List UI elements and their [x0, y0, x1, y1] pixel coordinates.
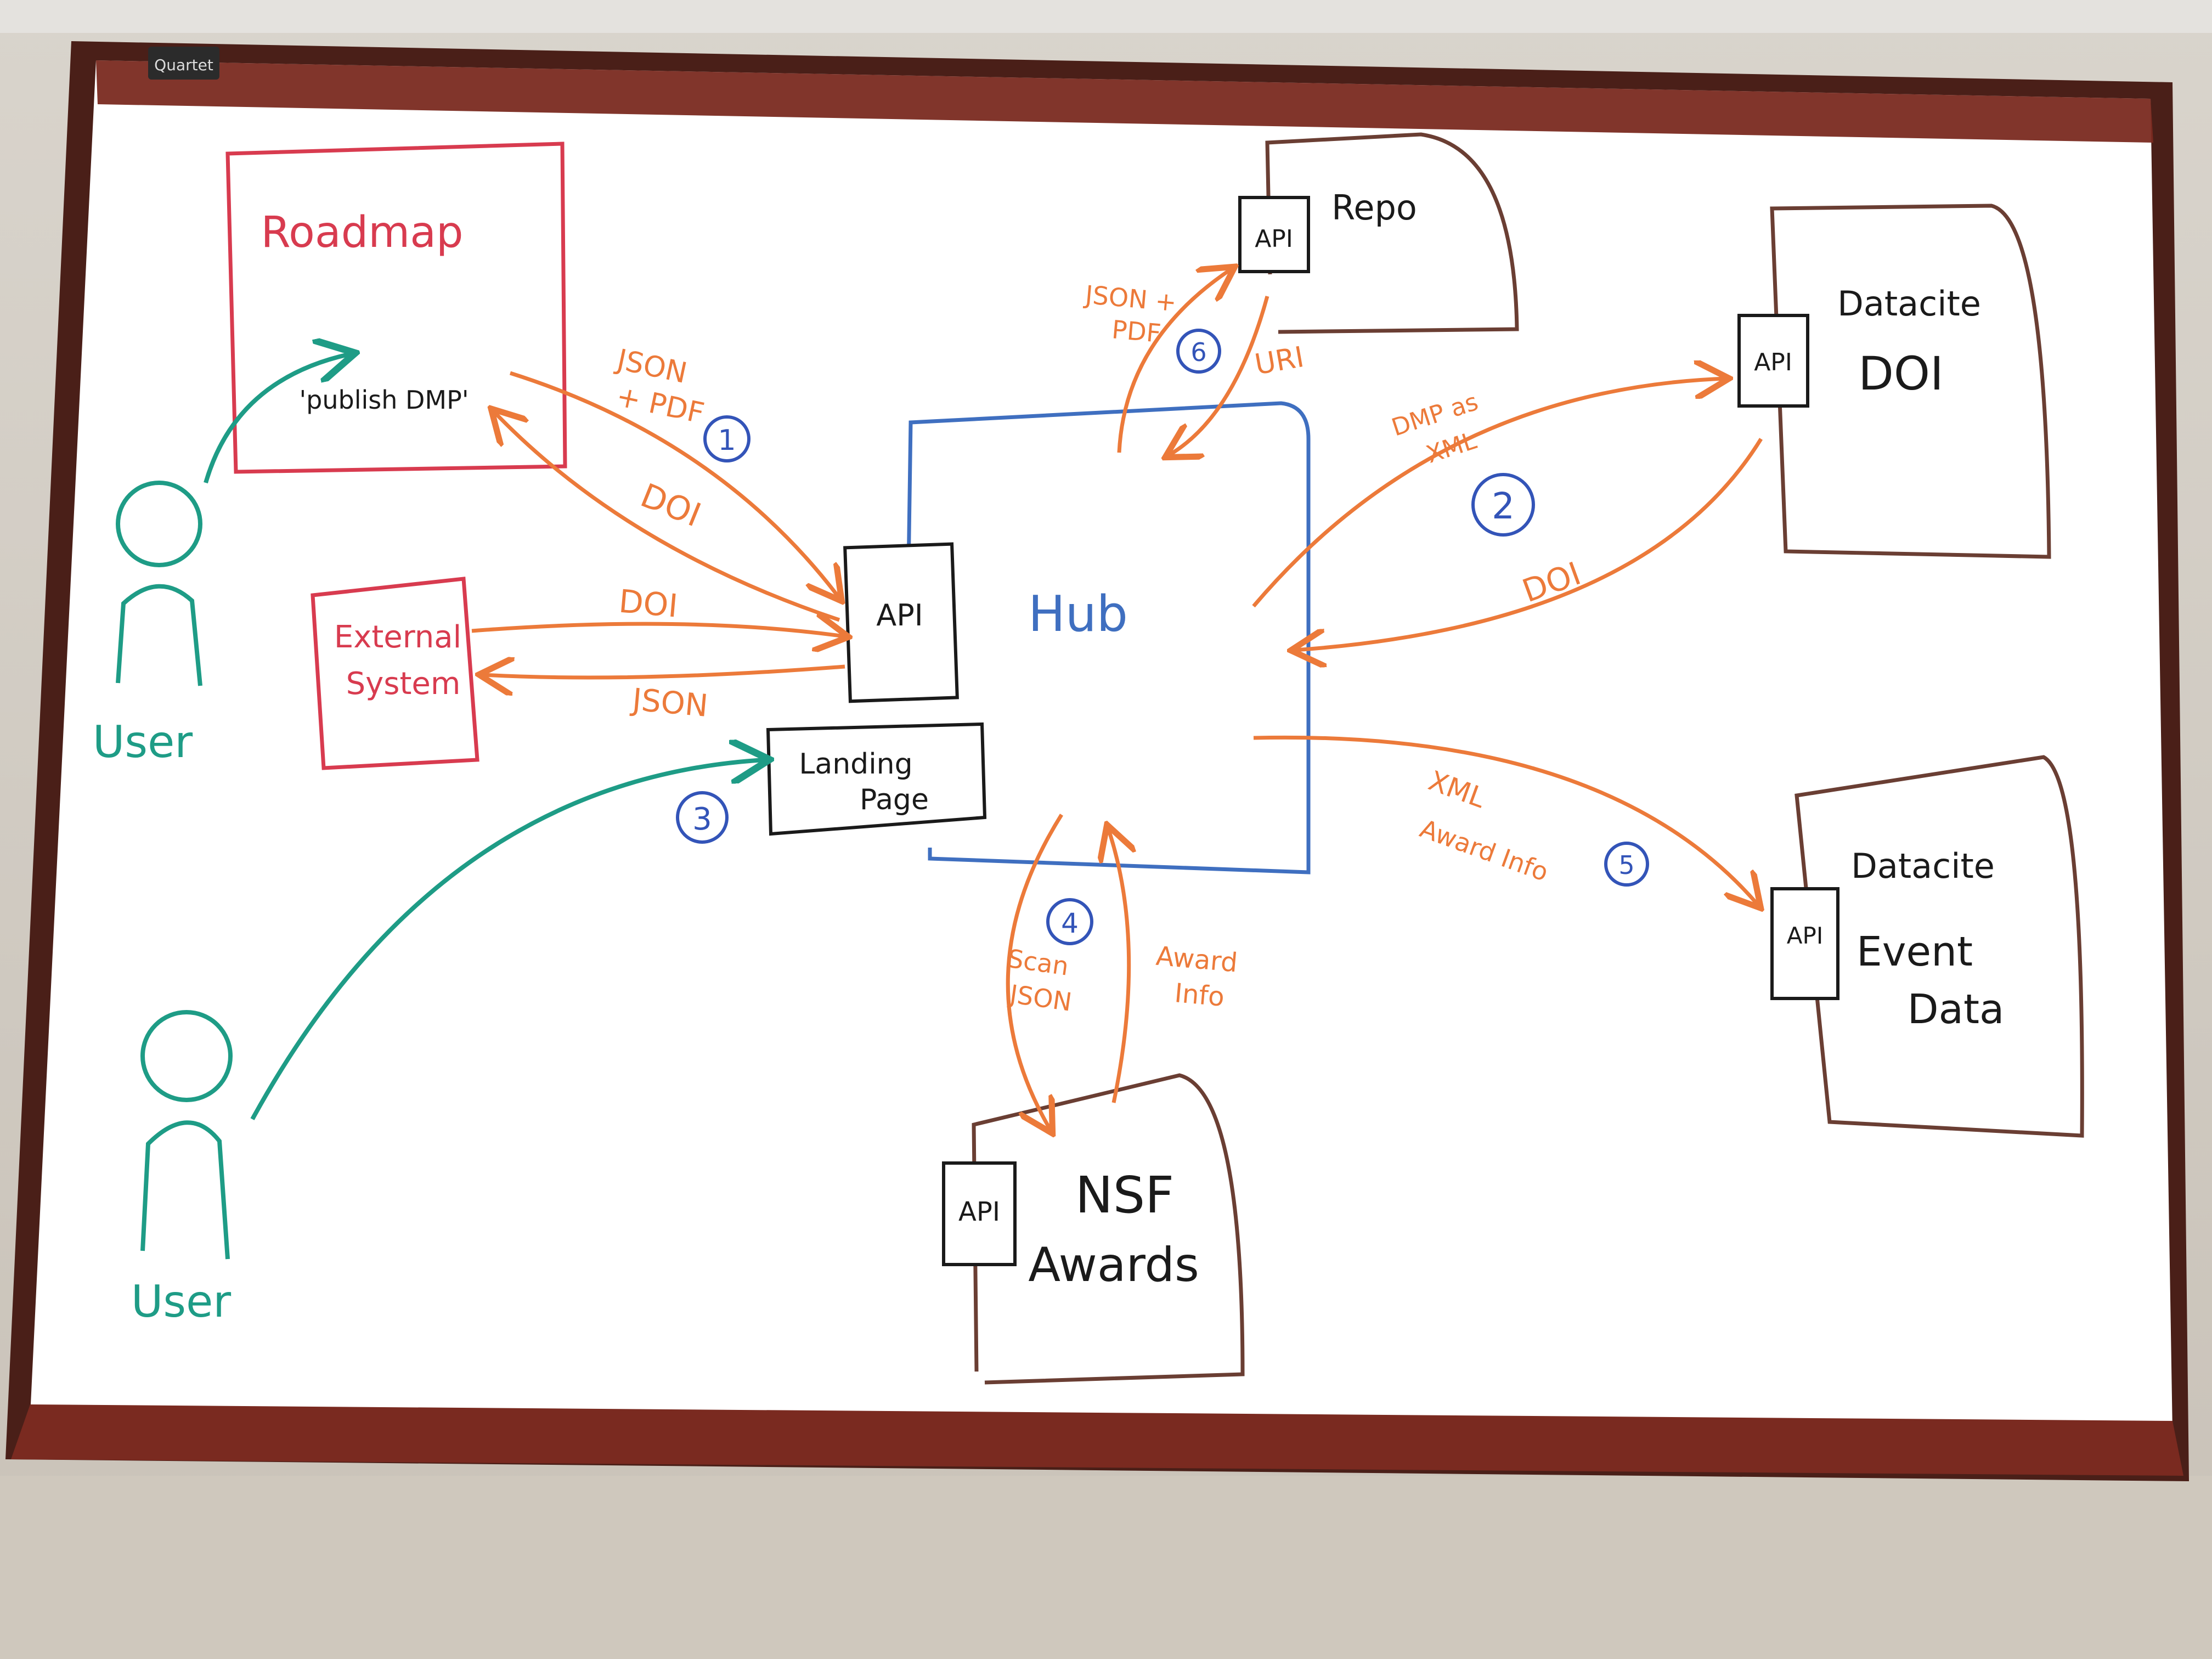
nsf-line2: Awards: [1028, 1238, 1199, 1293]
hub-title: Hub: [1028, 585, 1128, 643]
external-system-line2: System: [346, 666, 461, 702]
label-award-line2: Info: [1173, 978, 1226, 1013]
arrow-hub-to-datacite-doi: [1252, 379, 1725, 608]
wall: [0, 1476, 2212, 1659]
step-3-number: 3: [692, 802, 712, 837]
landing-page-line2: Page: [860, 783, 929, 816]
arrow-hub-to-external: [483, 667, 845, 678]
datacite-event-line2: Event: [1857, 928, 1973, 975]
arrow-user-to-publish: [204, 354, 351, 484]
step-5-number: 5: [1618, 850, 1634, 880]
nsf-line1: NSF: [1075, 1166, 1174, 1224]
label-json-external: JSON: [629, 682, 709, 724]
nsf-awards-node: NSF Awards API: [942, 1073, 1245, 1385]
landing-page-line1: Landing: [799, 748, 912, 781]
roadmap-title: Roadmap: [261, 208, 463, 257]
datacite-event-line1: Datacite: [1851, 846, 1995, 886]
arrow-nsf-to-hub: [1108, 828, 1129, 1103]
datacite-doi-api-label: API: [1754, 348, 1792, 376]
label-award-line1: Award: [1155, 941, 1239, 979]
step-5: 5: [1604, 842, 1649, 887]
step-2: 2: [1471, 473, 1535, 537]
user-figure-bottom: User: [131, 1010, 233, 1327]
roadmap-node: Roadmap 'publish DMP': [225, 142, 567, 474]
arrow-hub-to-nsf: [1006, 814, 1063, 1130]
arrow-hub-to-repo: [1117, 269, 1232, 453]
arrow-repo-to-hub: [1169, 296, 1269, 455]
nsf-api-label: API: [958, 1197, 1000, 1227]
user-label-top: User: [93, 716, 193, 768]
datacite-doi-line2: DOI: [1858, 347, 1944, 400]
arrow-datacite-doi-to-hub: [1295, 438, 1763, 650]
step-4-number: 4: [1061, 907, 1079, 939]
landing-page-node: Landing Page: [766, 722, 987, 836]
repo-api-label: API: [1255, 225, 1293, 253]
publish-dmp-label: 'publish DMP': [300, 385, 469, 415]
step-3: 3: [676, 791, 729, 844]
arrow-hub-to-event-data: [1253, 735, 1758, 905]
external-system-line1: External: [334, 619, 461, 655]
datacite-event-line3: Data: [1908, 986, 2005, 1033]
repo-title: Repo: [1331, 188, 1417, 228]
user-figure-top: User: [93, 481, 202, 768]
hub-api-label: API: [876, 598, 923, 633]
step-2-number: 2: [1492, 485, 1515, 527]
step-6: 6: [1176, 329, 1221, 374]
repo-node: Repo API: [1238, 132, 1519, 334]
datacite-doi-line1: Datacite: [1837, 284, 1981, 324]
datacite-event-api-label: API: [1787, 922, 1823, 949]
arrow-user-to-landing: [250, 760, 765, 1120]
user-label-bottom: User: [131, 1276, 231, 1327]
step-6-number: 6: [1190, 337, 1206, 367]
arrow-external-to-hub: [471, 624, 845, 636]
ceiling: [0, 0, 2212, 33]
hub-node: Hub API: [843, 401, 1311, 874]
board-frame: Quartet: [5, 41, 2189, 1481]
step-1: 1: [703, 415, 751, 462]
datacite-doi-node: Datacite DOI API: [1737, 204, 2051, 559]
step-4: 4: [1046, 898, 1093, 945]
arrow-roadmap-to-hub: [509, 371, 839, 598]
datacite-event-node: Datacite Event Data API: [1770, 755, 2084, 1138]
arrow-hub-to-roadmap: [494, 411, 840, 622]
brand-label: Quartet: [154, 56, 213, 74]
external-system-node: External System: [311, 577, 479, 770]
label-doi-external: DOI: [617, 583, 679, 625]
step-1-number: 1: [718, 424, 736, 457]
label-json-pdf-repo-line2: PDF: [1110, 314, 1162, 348]
